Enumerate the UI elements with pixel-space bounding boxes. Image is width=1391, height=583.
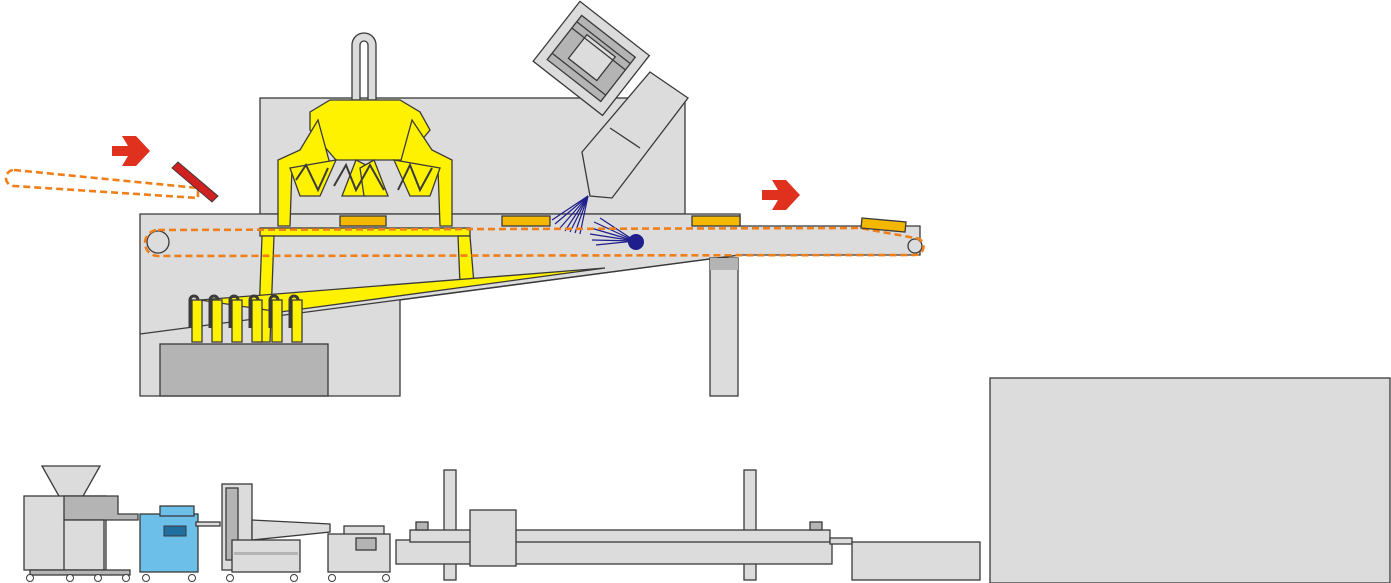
outfeed-arrow	[762, 180, 800, 210]
transfer-deflector	[171, 161, 219, 203]
spray-arm	[581, 71, 689, 199]
wire-belt-conveyor	[143, 226, 925, 258]
blue-machine	[139, 505, 221, 582]
large-cabinet	[989, 377, 1391, 583]
depositor-machine	[23, 465, 139, 582]
infeed-arrow	[112, 136, 150, 166]
right-arrow-icon	[762, 180, 800, 210]
spray-nozzle-icon	[551, 195, 644, 250]
right-arrow-icon	[112, 136, 150, 166]
infeed-conveyor	[4, 168, 200, 200]
production-line	[23, 377, 1391, 583]
outfeed-table	[829, 537, 981, 581]
glaze-collection-tank	[159, 343, 329, 397]
small-glazing-machine	[221, 483, 331, 582]
support-leg	[709, 257, 739, 397]
product-pieces	[339, 215, 907, 233]
motor-drive	[532, 0, 651, 117]
cooling-conveyor	[395, 469, 833, 581]
glaze-curtain-manifold	[188, 227, 606, 343]
box-machine	[327, 525, 391, 582]
filling-pipe	[351, 32, 377, 101]
glaze-hopper	[277, 99, 453, 227]
